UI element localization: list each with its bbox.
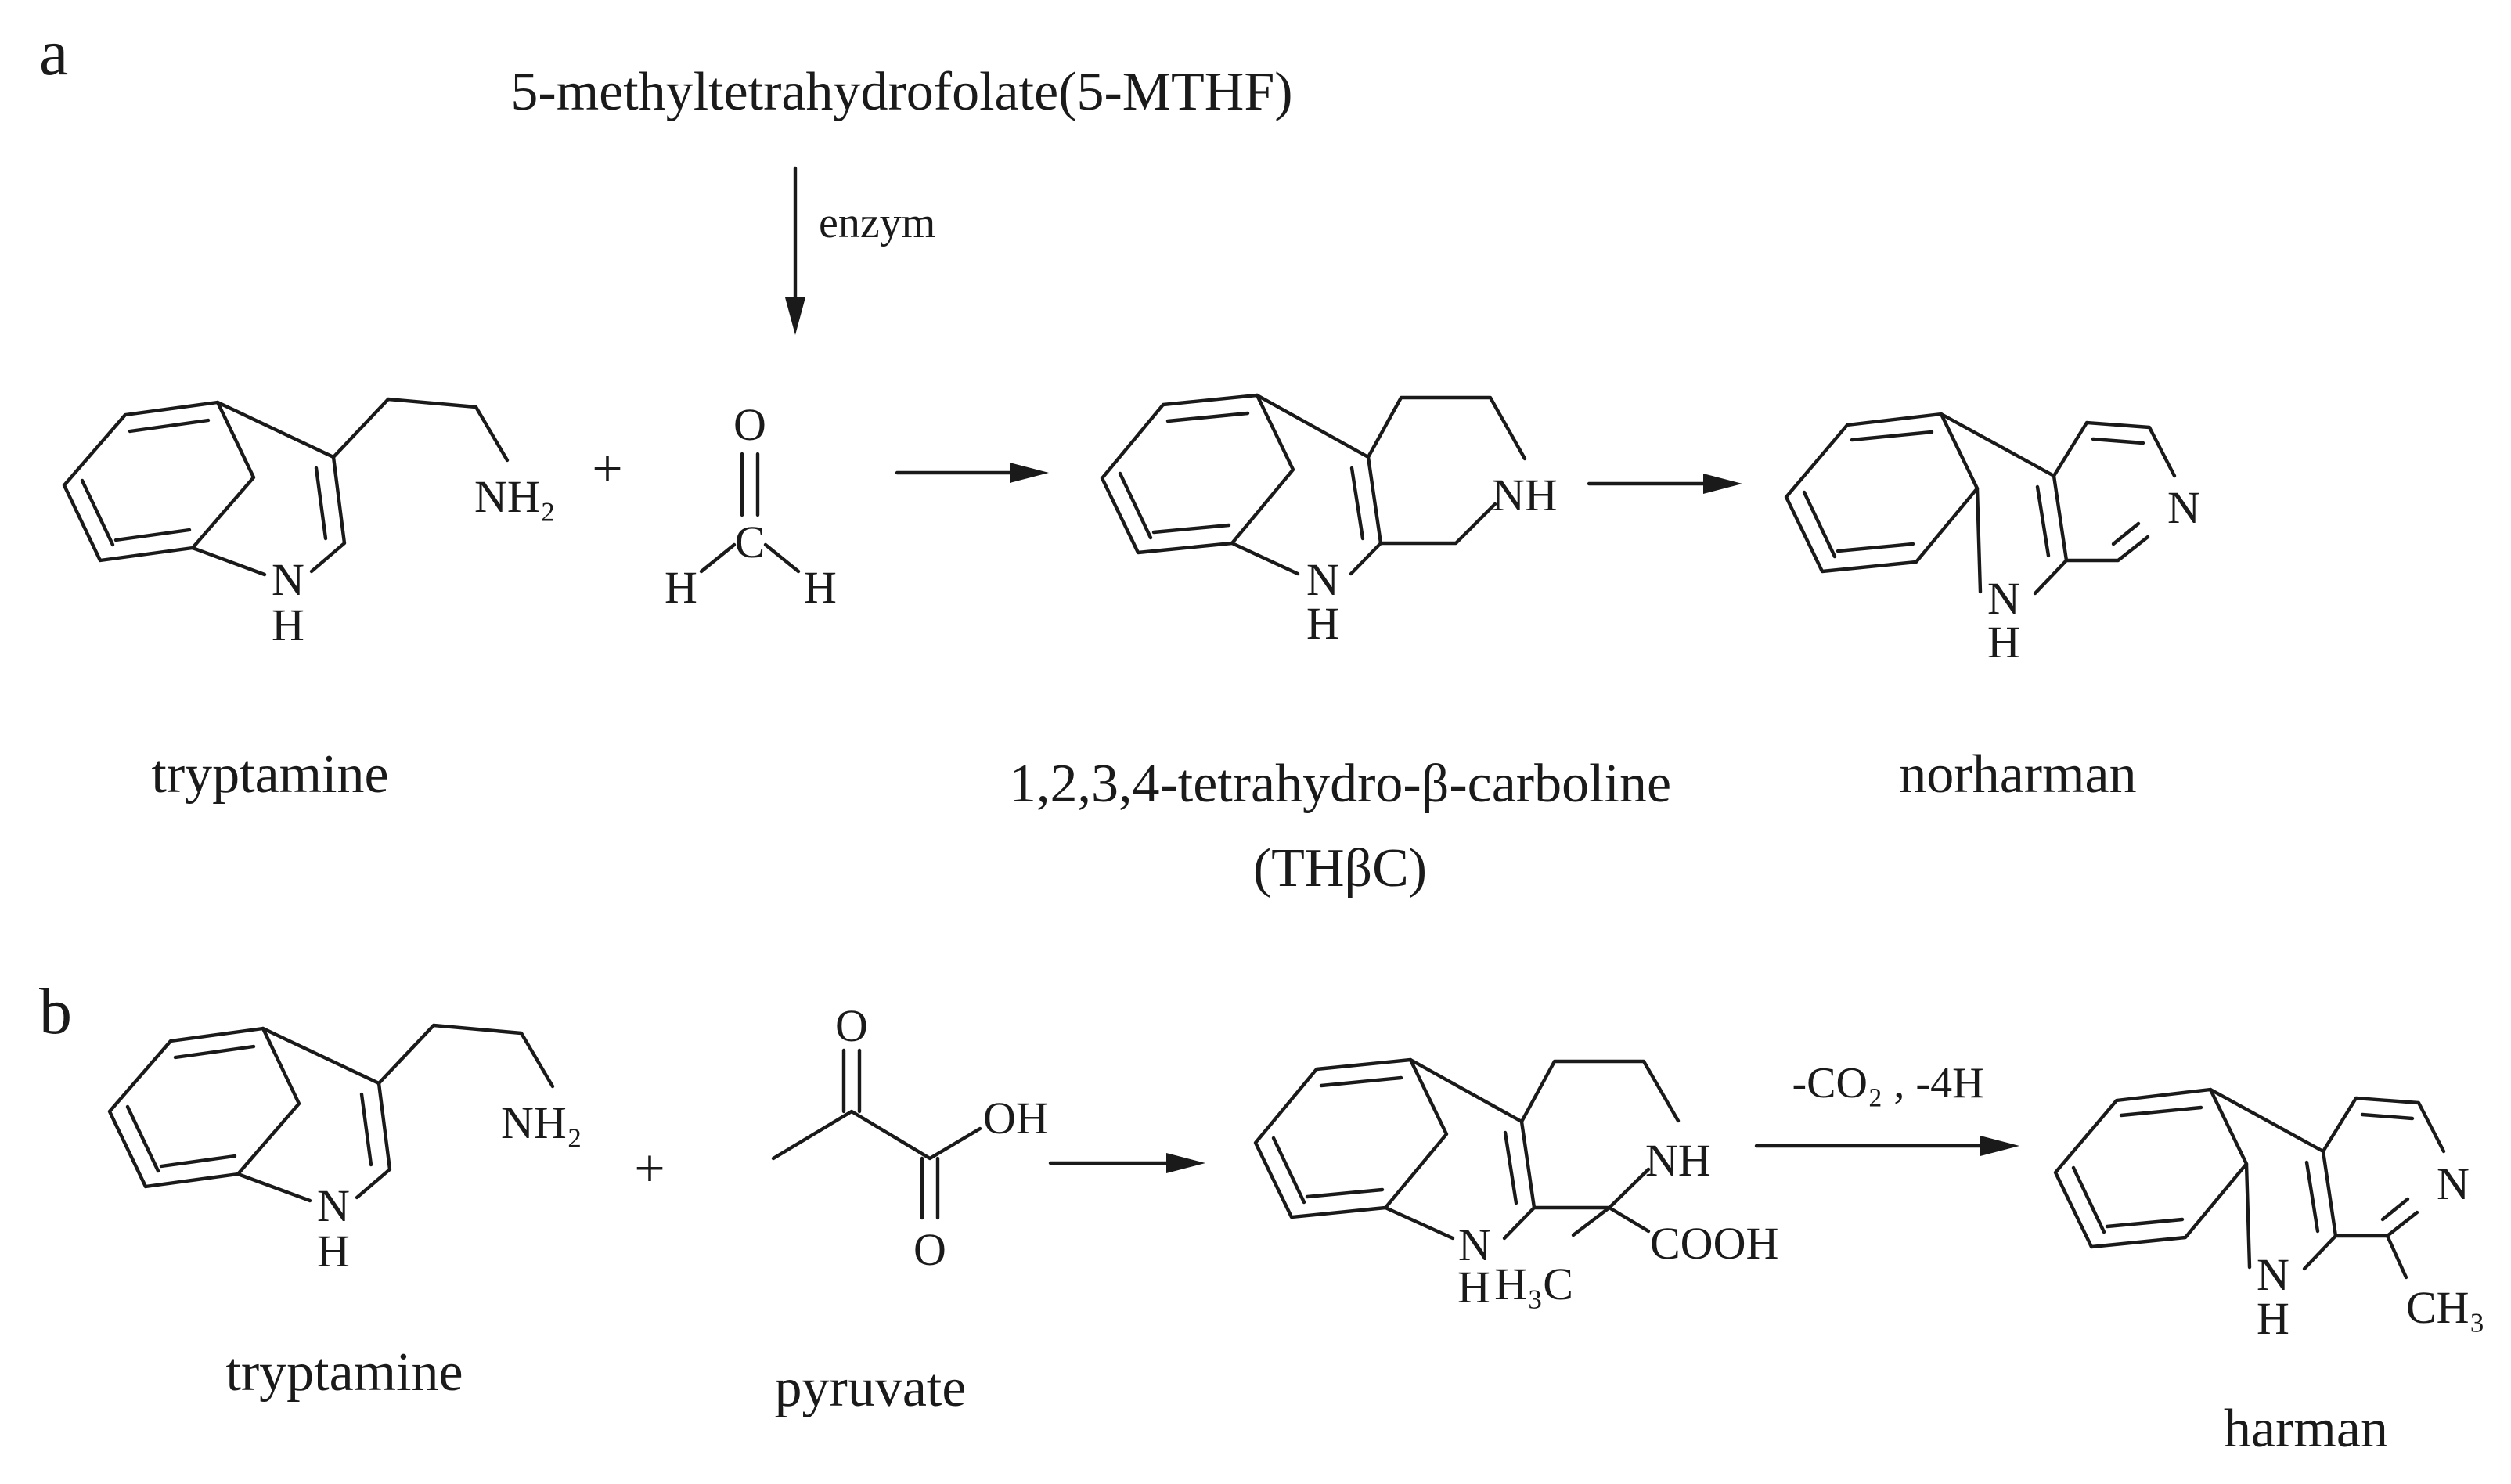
panel-label-b: b xyxy=(39,975,72,1048)
thbc-H-indole: H xyxy=(1306,598,1339,649)
thbc-abbrev-label: (THβC) xyxy=(1253,838,1427,899)
formaldehyde-H-right: H xyxy=(804,562,837,613)
reaction-arrow-a1 xyxy=(895,463,1049,483)
harman-N-pyridine: N xyxy=(2437,1158,2470,1209)
reaction-arrow-a2 xyxy=(1587,474,1742,494)
tryptamine-a-NH2: NH₂ xyxy=(474,471,556,522)
plus-a: + xyxy=(592,439,622,499)
intermediate-b-H-indole: H xyxy=(1457,1262,1490,1313)
tryptamine-a-N: N xyxy=(272,554,304,605)
pyruvate-structure xyxy=(771,1048,982,1220)
intermediate-b-H3C: H₃C xyxy=(1494,1259,1573,1309)
formaldehyde-C: C xyxy=(735,517,766,567)
reaction-arrow-b2 xyxy=(1754,1136,2019,1156)
norharman-N-pyridine: N xyxy=(2167,482,2200,533)
pyruvate-O-keto: O xyxy=(835,1000,868,1051)
plus-b: + xyxy=(634,1139,665,1199)
thbc-N-indole: N xyxy=(1306,554,1339,605)
thbc-label: 1,2,3,4-tetrahydro-β-carboline xyxy=(1009,754,1671,814)
decarboxylation-conditions: -CO₂ , -4H xyxy=(1792,1059,1983,1108)
norharman-structure xyxy=(1784,412,2177,596)
norharman-label: norharman xyxy=(1899,744,2136,805)
harman-CH3: CH₃ xyxy=(2406,1282,2485,1333)
tryptamine-b-H: H xyxy=(317,1226,350,1277)
intermediate-b-N-indole: N xyxy=(1458,1219,1491,1270)
pyruvate-label: pyruvate xyxy=(775,1358,967,1418)
thbc-structure xyxy=(1100,393,1527,576)
tryptamine-b-NH2: NH₂ xyxy=(501,1097,582,1148)
intermediate-b-NH: NH xyxy=(1645,1135,1711,1186)
thbc-NH: NH xyxy=(1492,470,1558,520)
harman-N-indole: N xyxy=(2257,1249,2289,1300)
pyruvate-OH: OH xyxy=(983,1093,1049,1144)
reaction-arrow-b1 xyxy=(1048,1153,1205,1173)
tryptamine-a-label: tryptamine xyxy=(151,744,388,805)
panel-label-a: a xyxy=(39,16,68,89)
tryptamine-structure-b xyxy=(107,1023,555,1203)
enzyme-arrow xyxy=(785,166,805,335)
tryptamine-b-N: N xyxy=(317,1180,350,1231)
tryptamine-a-H: H xyxy=(272,600,304,650)
harman-structure xyxy=(2053,1087,2446,1280)
formaldehyde-H-left: H xyxy=(665,562,697,613)
tryptamine-b-label: tryptamine xyxy=(225,1342,463,1403)
mthf-label: 5-methyltetrahydrofolate(5-MTHF) xyxy=(510,62,1292,122)
norharman-N-indole: N xyxy=(1987,573,2020,624)
formaldehyde-structure xyxy=(699,452,801,574)
harman-label: harman xyxy=(2224,1399,2388,1459)
pyruvate-O-acid: O xyxy=(913,1224,946,1275)
tryptamine-structure-a xyxy=(62,397,510,577)
intermediate-b-structure xyxy=(1253,1057,1681,1241)
intermediate-b-COOH: COOH xyxy=(1650,1218,1778,1269)
enzyme-label: enzym xyxy=(819,199,935,247)
harman-H-indole: H xyxy=(2257,1293,2289,1344)
norharman-H-indole: H xyxy=(1987,617,2020,668)
formaldehyde-O: O xyxy=(733,399,766,450)
